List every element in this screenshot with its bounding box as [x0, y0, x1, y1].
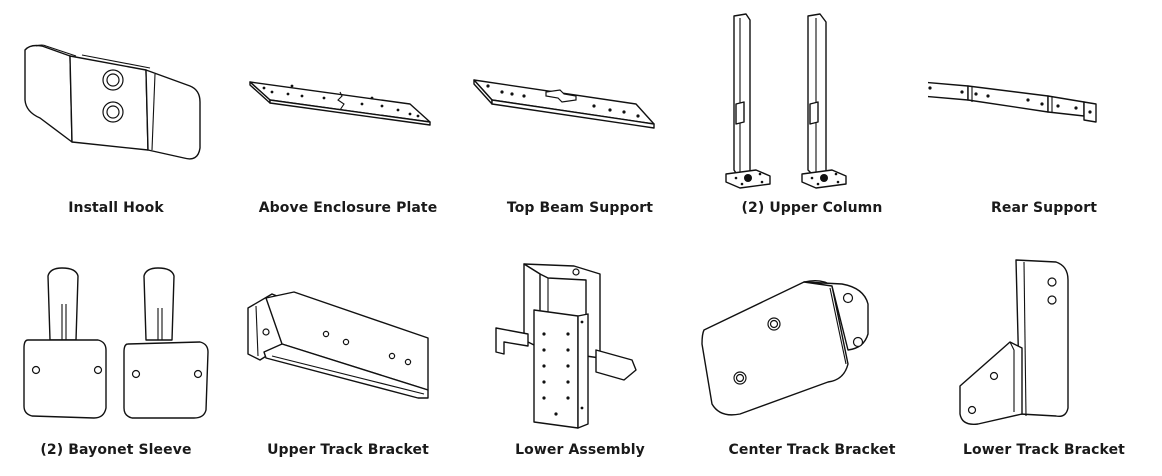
part-upper-track-bracket: Upper Track Bracket — [232, 238, 464, 476]
upper-track-bracket-drawing — [232, 238, 464, 438]
bayonet-sleeve-drawing — [0, 238, 232, 438]
part-center-track-bracket: Center Track Bracket — [696, 238, 928, 476]
part-rear-support: Rear Support — [928, 0, 1160, 238]
part-label: Lower Assembly — [515, 442, 645, 458]
part-label: (2) Upper Column — [741, 200, 883, 216]
part-install-hook: Install Hook — [0, 0, 232, 238]
part-label: Lower Track Bracket — [963, 442, 1125, 458]
above-enclosure-plate-drawing — [232, 0, 464, 200]
part-above-enclosure-plate: Above Enclosure Plate — [232, 0, 464, 238]
top-beam-support-drawing — [464, 0, 696, 200]
part-label: Center Track Bracket — [728, 442, 896, 458]
part-lower-track-bracket: Lower Track Bracket — [928, 238, 1160, 476]
part-label: Above Enclosure Plate — [258, 200, 438, 216]
part-bayonet-sleeve: (2) Bayonet Sleeve — [0, 238, 232, 476]
lower-assembly-drawing — [464, 238, 696, 438]
install-hook-drawing — [0, 0, 232, 200]
part-label: Top Beam Support — [506, 200, 654, 216]
lower-track-bracket-drawing — [928, 238, 1160, 438]
rear-support-drawing — [928, 0, 1160, 200]
part-top-beam-support: Top Beam Support — [464, 0, 696, 238]
part-label: (2) Bayonet Sleeve — [40, 442, 192, 458]
part-label: Upper Track Bracket — [267, 442, 429, 458]
center-track-bracket-drawing — [696, 238, 928, 438]
part-label: Rear Support — [990, 200, 1097, 216]
part-lower-assembly: Lower Assembly — [464, 238, 696, 476]
part-label: Install Hook — [68, 200, 164, 216]
upper-column-drawing — [696, 0, 928, 200]
part-upper-column: (2) Upper Column — [696, 0, 928, 238]
